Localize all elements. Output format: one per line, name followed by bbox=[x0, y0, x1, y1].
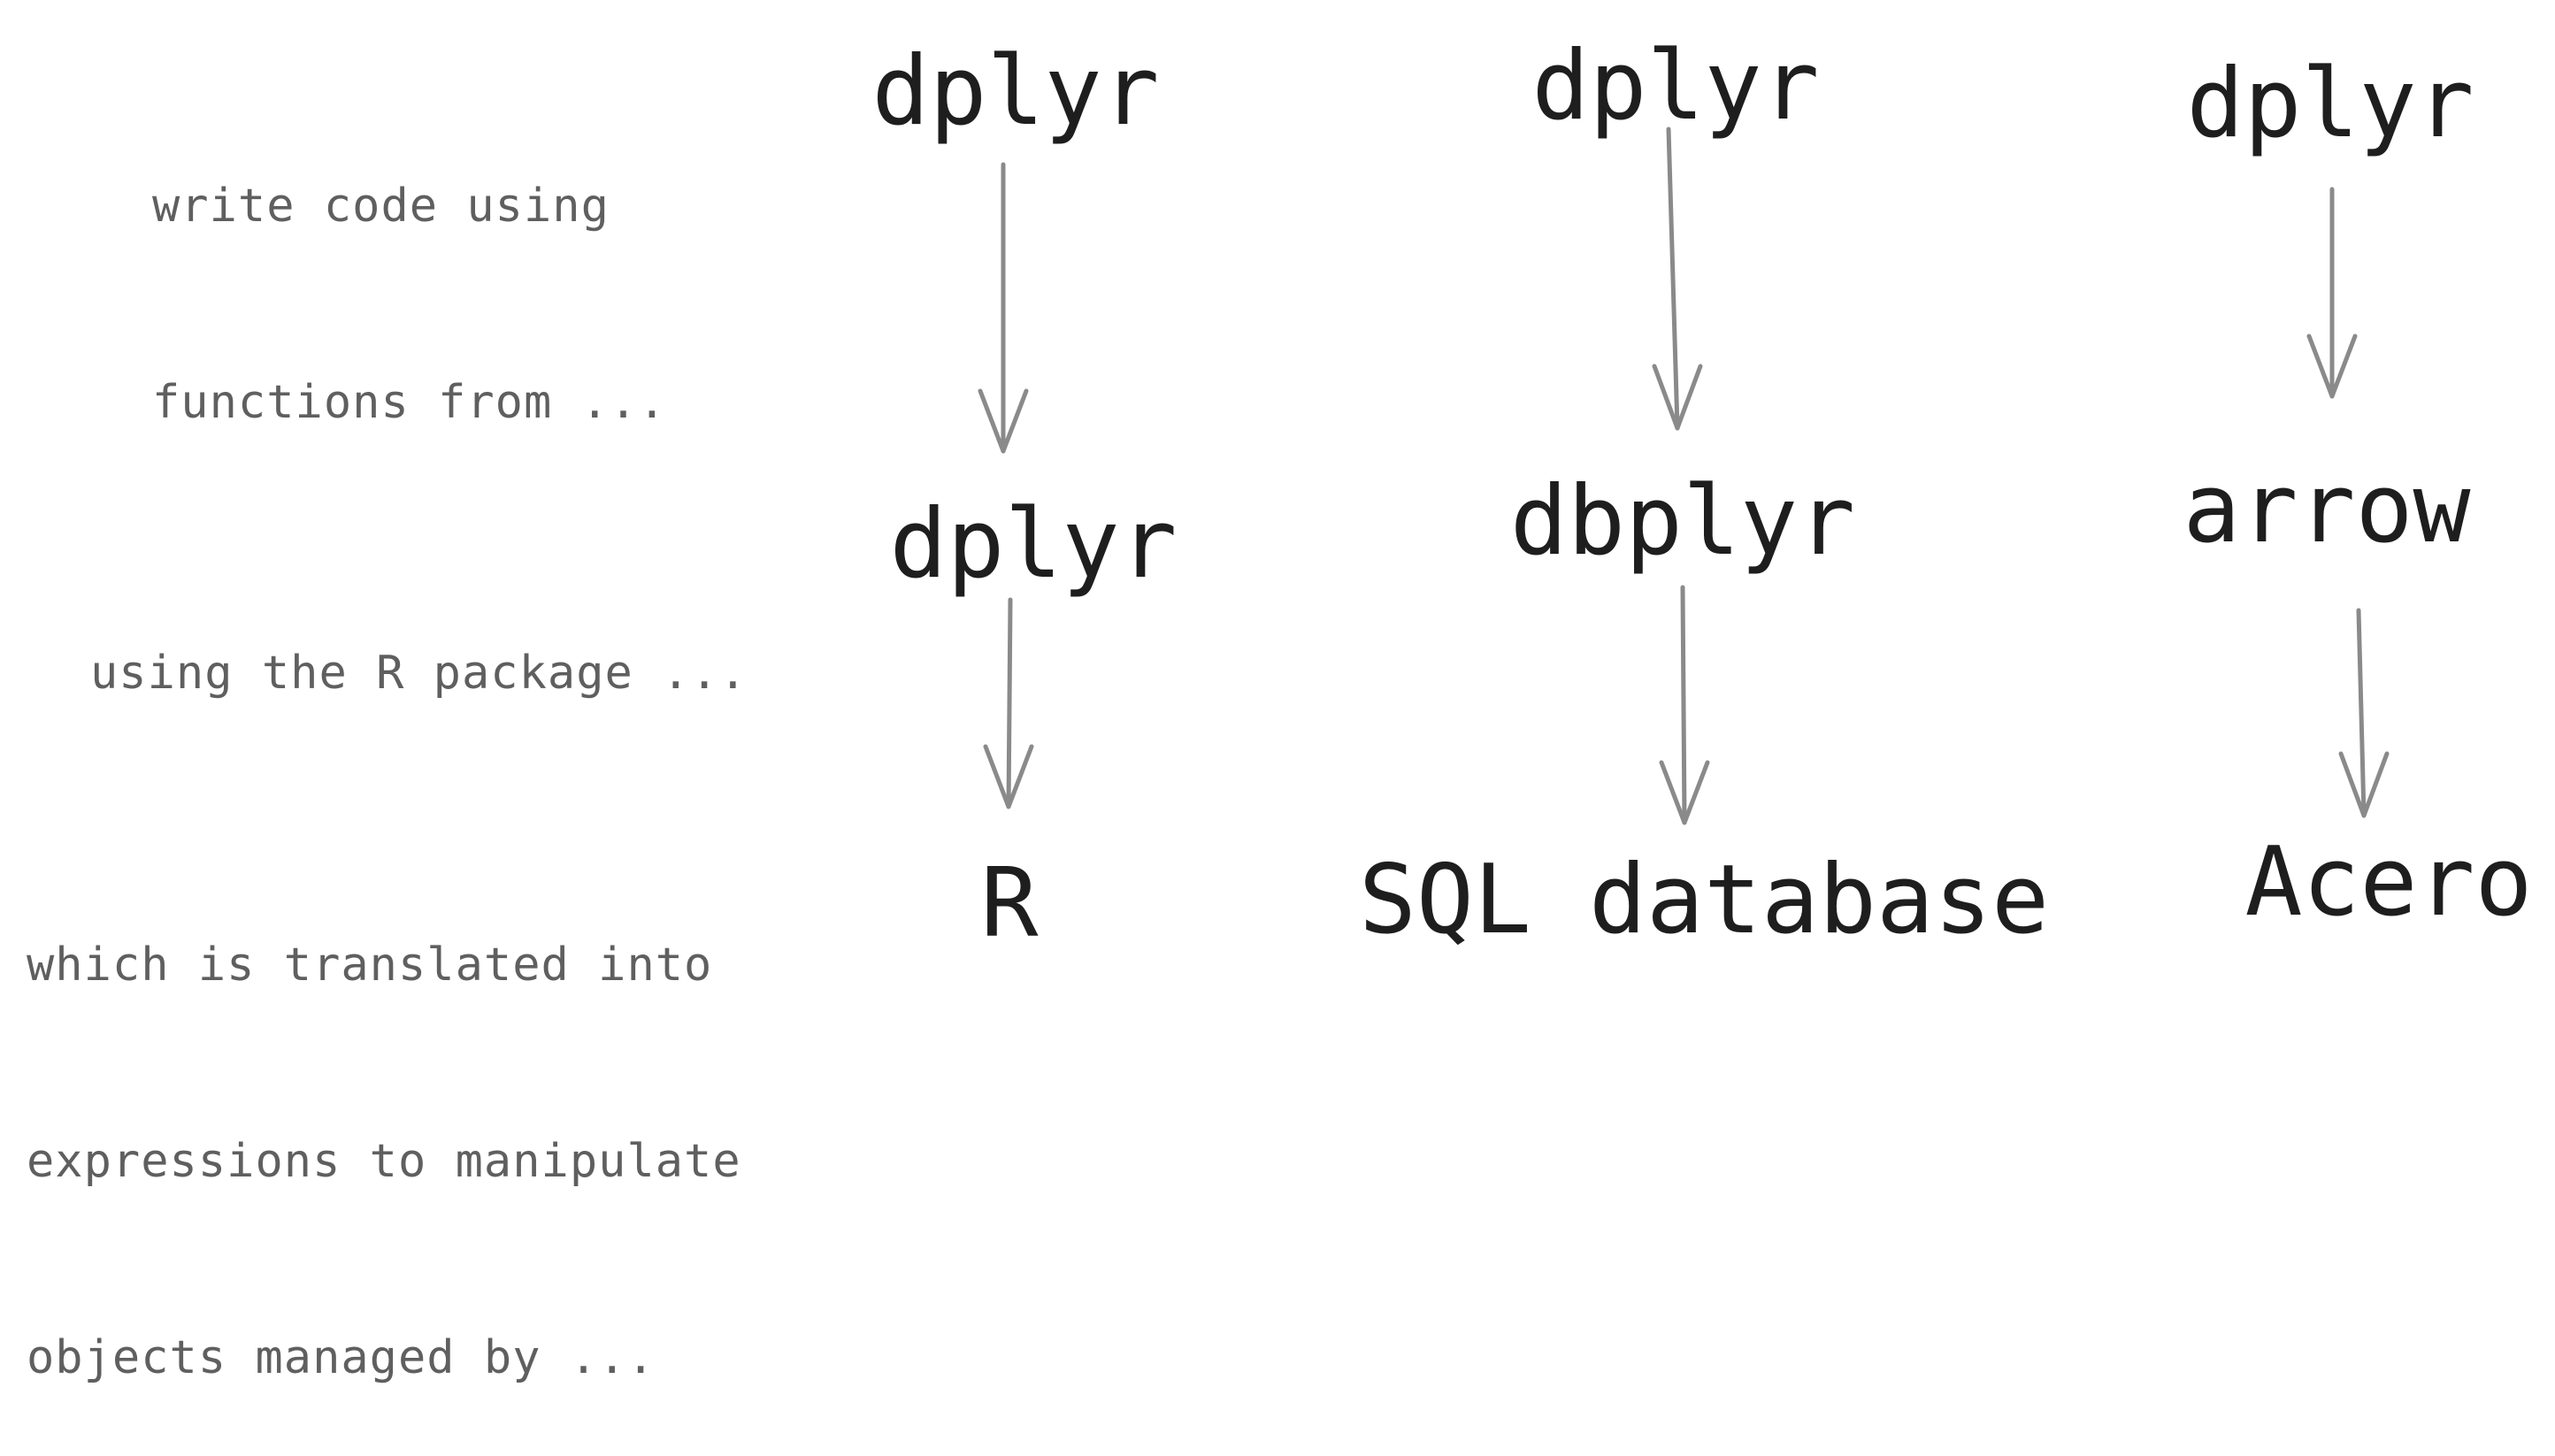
arrow-col2-top-to-middle bbox=[1652, 126, 1703, 431]
arrow-col3-top-to-middle bbox=[2306, 187, 2358, 399]
arrow-col1-middle-to-bottom bbox=[983, 597, 1034, 809]
arrow-col2-middle-to-bottom bbox=[1659, 585, 1710, 825]
node-col1-middle-dplyr: dplyr bbox=[889, 489, 1178, 600]
row-label-line: functions from ... bbox=[152, 376, 667, 429]
arrows-layer bbox=[978, 126, 2390, 825]
node-col2-top-dplyr: dplyr bbox=[1531, 31, 1820, 142]
node-col3-bottom-acero: Acero bbox=[2244, 827, 2533, 938]
node-col1-top-dplyr: dplyr bbox=[871, 36, 1160, 147]
arrow-col1-top-to-middle bbox=[978, 162, 1029, 454]
row-label-line: which is translated into bbox=[27, 939, 713, 992]
arrow-col3-middle-to-bottom bbox=[2338, 608, 2390, 818]
node-col2-bottom-sql-database: SQL database bbox=[1358, 845, 2050, 955]
node-col2-middle-dbplyr: dbplyr bbox=[1509, 466, 1856, 577]
row-label-r-package: using the R package ... bbox=[90, 510, 748, 771]
node-col1-bottom-r: R bbox=[980, 848, 1039, 959]
node-col3-top-dplyr: dplyr bbox=[2186, 49, 2474, 159]
row-label-line: write code using bbox=[152, 180, 610, 233]
node-col3-middle-arrow: arrow bbox=[2183, 454, 2471, 564]
row-label-line: objects managed by ... bbox=[27, 1331, 656, 1384]
row-label-write-code: write code using functions from ... bbox=[152, 42, 667, 501]
row-label-line: using the R package ... bbox=[90, 647, 748, 700]
row-label-line: expressions to manipulate bbox=[27, 1135, 741, 1188]
